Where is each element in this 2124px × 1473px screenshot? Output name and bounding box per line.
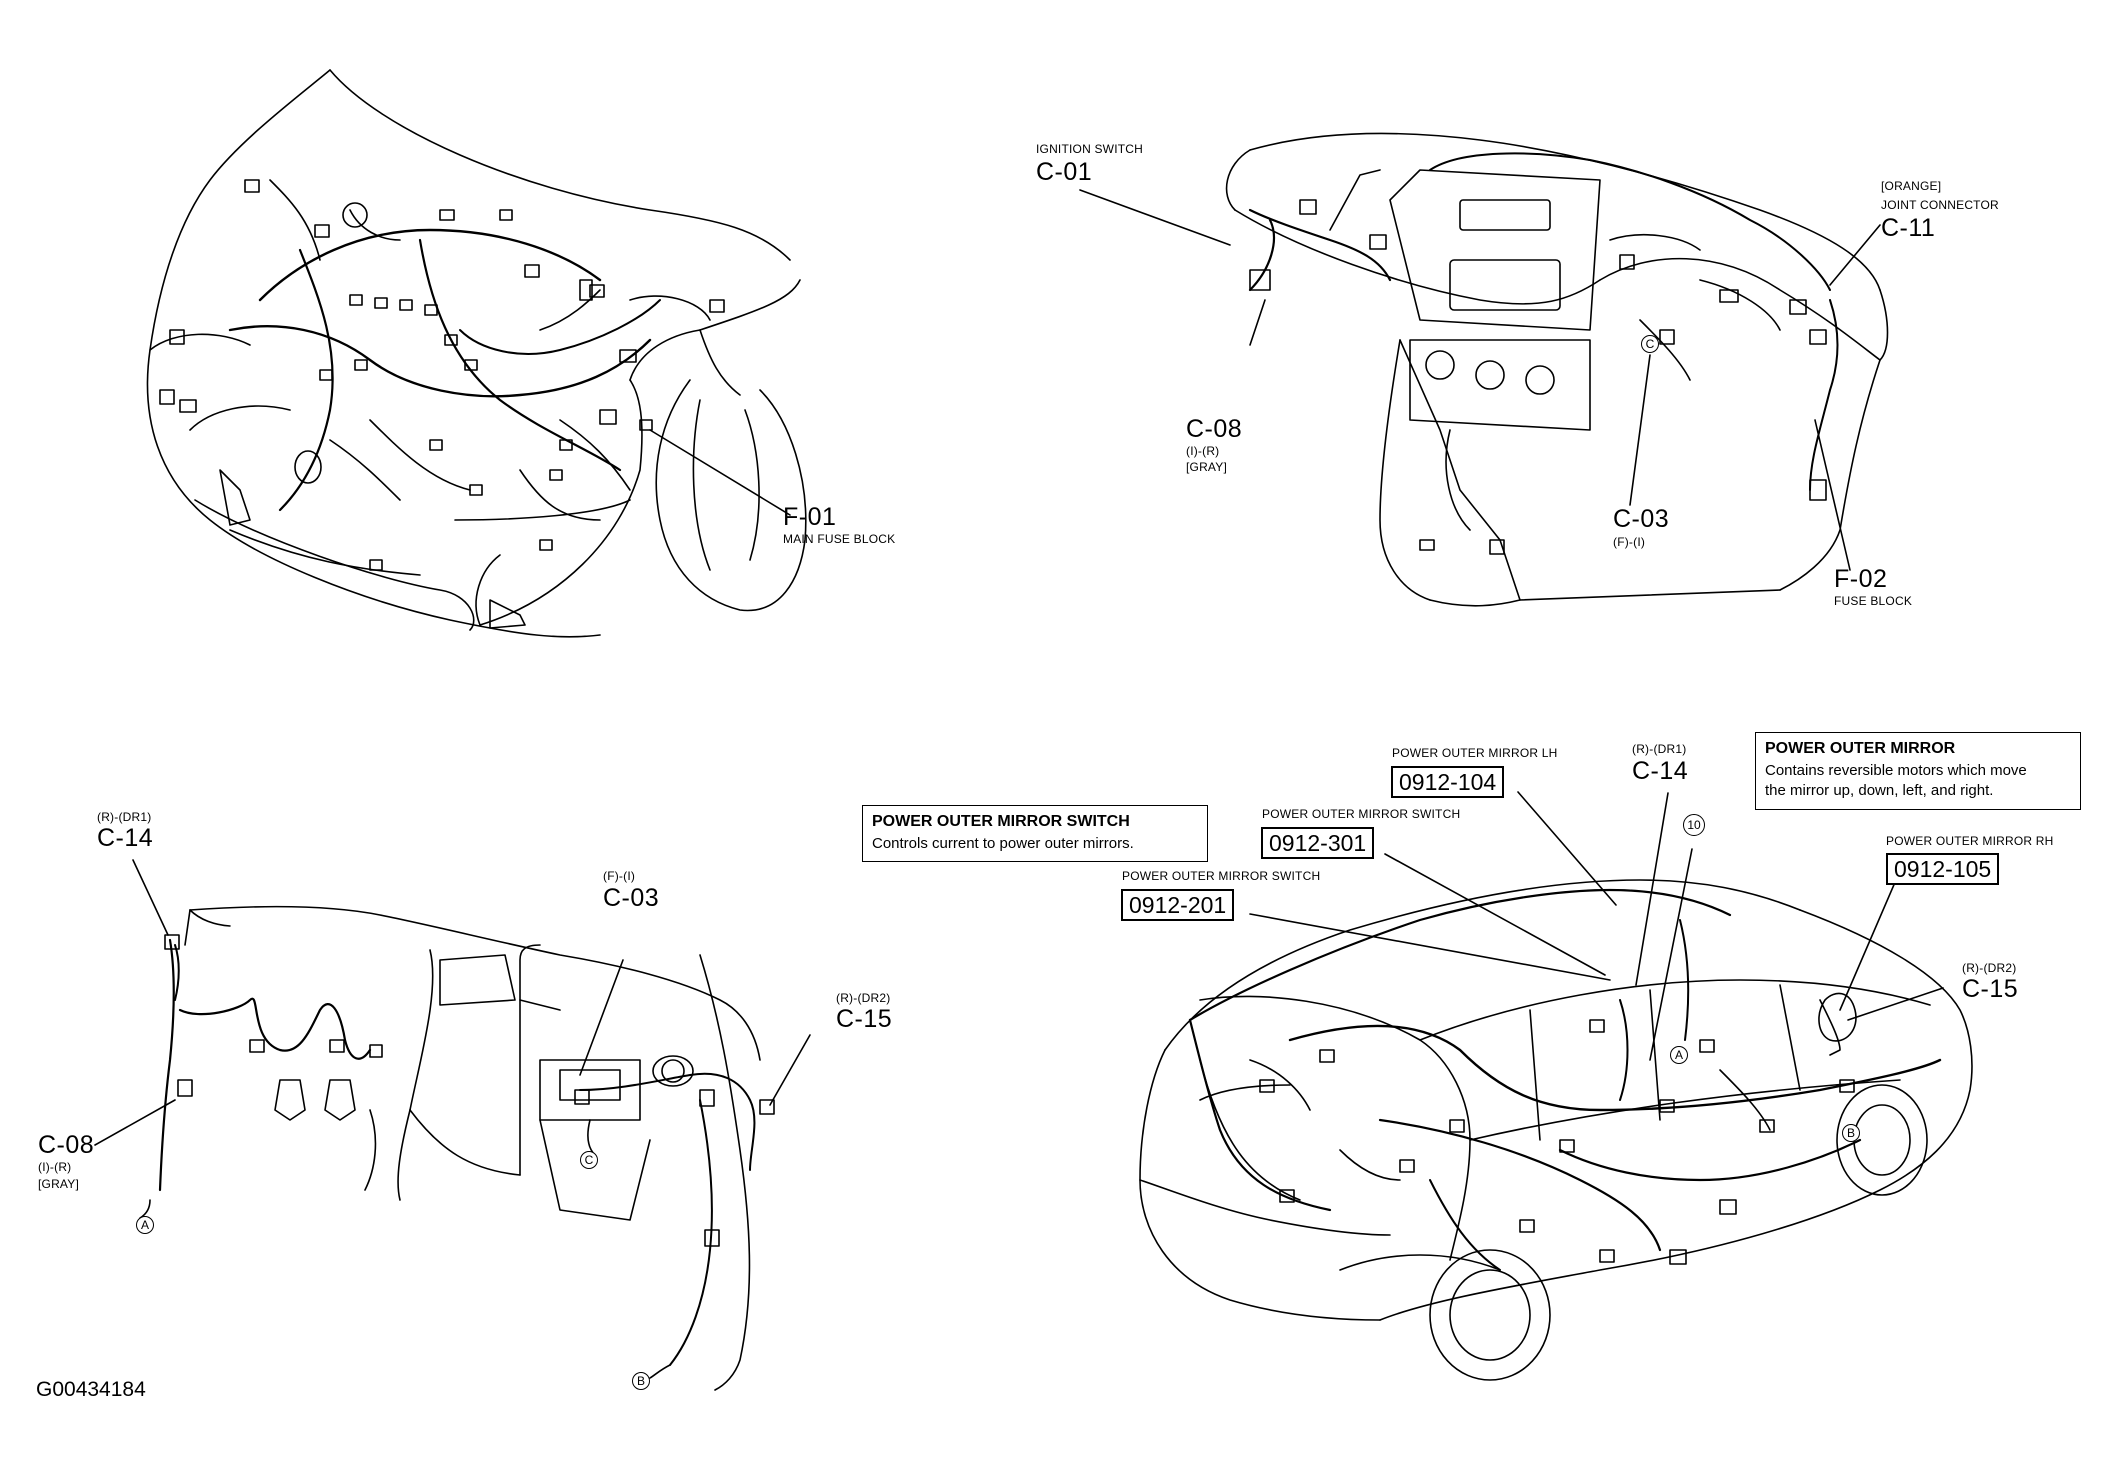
kick-marker-b: B — [632, 1372, 650, 1390]
figure-id: G00434184 — [36, 1378, 146, 1401]
c01-title: IGNITION SWITCH — [1036, 142, 1143, 156]
veh-marker-a: A — [1670, 1046, 1688, 1064]
switch-301-title: POWER OUTER MIRROR SWITCH — [1262, 807, 1461, 821]
mirror-rh-title: POWER OUTER MIRROR RH — [1886, 834, 2054, 848]
kick-c03-spec: (F)-(I) — [603, 869, 636, 883]
dash-c03-code: C-03 — [1613, 505, 1670, 533]
kick-panel-drawing — [95, 860, 810, 1390]
f02-code: F-02 — [1834, 565, 1888, 593]
dash-c08-color: [GRAY] — [1186, 460, 1227, 474]
kick-c15-code: C-15 — [836, 1005, 893, 1033]
mirror-switch-note-title: POWER OUTER MIRROR SWITCH — [872, 813, 1130, 830]
kick-c03-code: C-03 — [603, 884, 660, 912]
engine-compartment-drawing — [148, 70, 806, 637]
mirror-switch-note: POWER OUTER MIRROR SWITCH Controls curre… — [862, 805, 1208, 863]
switch-201-code: 0912-201 — [1121, 889, 1235, 922]
vehicle-overview-drawing — [1140, 792, 1972, 1380]
c11-title: JOINT CONNECTOR — [1881, 198, 1999, 212]
mirror-lh-code: 0912-104 — [1391, 766, 1505, 799]
f01-code: F-01 — [783, 503, 837, 531]
switch-301-code: 0912-301 — [1261, 827, 1375, 860]
veh-c14-code: C-14 — [1632, 757, 1689, 785]
c01-code: C-01 — [1036, 158, 1093, 186]
kick-c08-spec: (I)-(R) — [38, 1160, 72, 1174]
mirror-switch-note-desc: Controls current to power outer mirrors. — [872, 835, 1134, 852]
kick-c08-code: C-08 — [38, 1131, 95, 1159]
switch-201-title: POWER OUTER MIRROR SWITCH — [1122, 869, 1321, 883]
mirror-rh-code: 0912-105 — [1886, 853, 2000, 886]
kick-c14-code: C-14 — [97, 824, 154, 852]
kick-marker-a: A — [136, 1216, 154, 1234]
c11-code: C-11 — [1881, 214, 1936, 242]
dash-marker-c: C — [1641, 335, 1659, 353]
dash-c08-code: C-08 — [1186, 415, 1243, 443]
dash-c08-spec: (I)-(R) — [1186, 444, 1220, 458]
mirror-note-desc-1: Contains reversible motors which move — [1765, 762, 2027, 779]
veh-c14-spec: (R)-(DR1) — [1632, 742, 1687, 756]
dashboard-drawing — [1080, 133, 1888, 605]
veh-marker-10: 10 — [1683, 814, 1705, 836]
f01-desc: MAIN FUSE BLOCK — [783, 532, 896, 546]
kick-c15-spec: (R)-(DR2) — [836, 991, 891, 1005]
mirror-note-desc-2: the mirror up, down, left, and right. — [1765, 782, 1994, 800]
f02-desc: FUSE BLOCK — [1834, 594, 1913, 608]
kick-marker-c: C — [580, 1151, 598, 1169]
kick-c14-spec: (R)-(DR1) — [97, 810, 152, 824]
c11-color: [ORANGE] — [1881, 179, 1942, 193]
veh-c15-code: C-15 — [1962, 975, 2019, 1003]
kick-c08-color: [GRAY] — [38, 1177, 79, 1191]
mirror-note: POWER OUTER MIRROR Contains reversible m… — [1755, 732, 2081, 810]
veh-c15-spec: (R)-(DR2) — [1962, 961, 2017, 975]
veh-marker-b: B — [1842, 1124, 1860, 1142]
mirror-note-title: POWER OUTER MIRROR — [1765, 740, 1956, 757]
dash-c03-spec: (F)-(I) — [1613, 535, 1646, 549]
mirror-lh-title: POWER OUTER MIRROR LH — [1392, 746, 1558, 760]
